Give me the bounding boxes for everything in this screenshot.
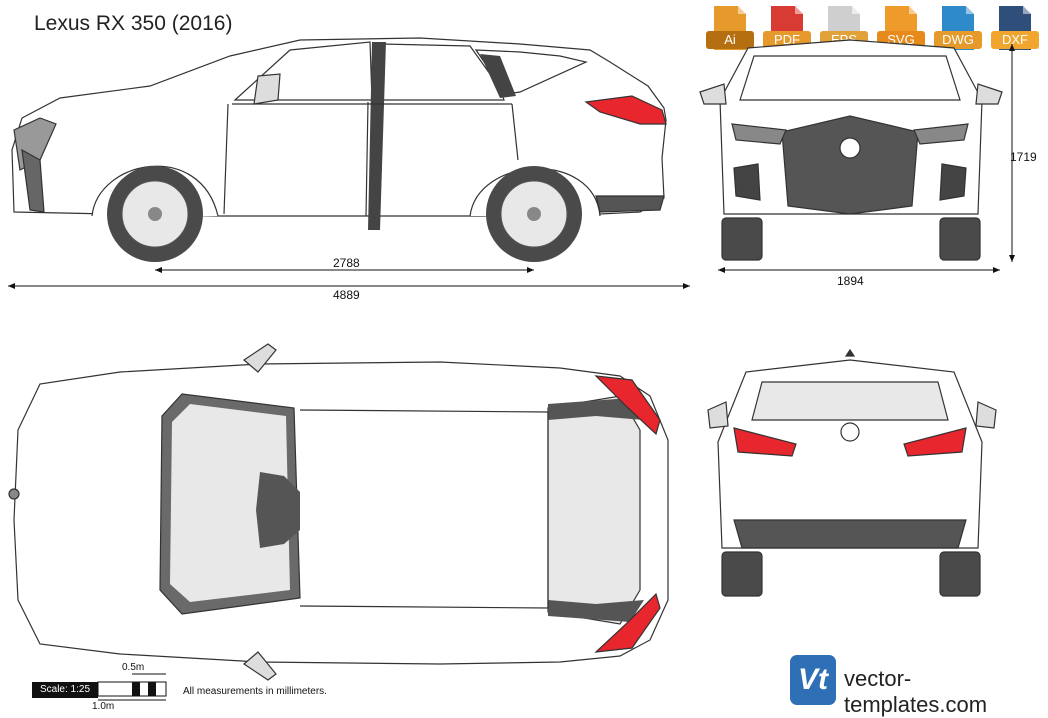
side-front-wheel: [107, 166, 203, 262]
length-label: 4889: [333, 288, 360, 302]
scale-label: Scale: 1:25: [32, 682, 98, 698]
side-rear-wheel: [486, 166, 582, 262]
wheelbase-label: 2788: [333, 256, 360, 270]
ai-format-icon[interactable]: Ai: [706, 4, 754, 52]
brand-site-link[interactable]: vector-templates.com: [844, 666, 988, 717]
page-title: Lexus RX 350 (2016): [34, 12, 233, 35]
dwg-format-label: DWG: [934, 31, 982, 49]
top-view: [8, 343, 669, 681]
width-label: 1894: [837, 274, 864, 288]
brand-logo-icon[interactable]: Vt: [790, 655, 836, 705]
ai-format-label: Ai: [706, 31, 754, 49]
front-view: [699, 39, 1003, 261]
scale-bar: [97, 673, 167, 701]
dxf-format-label: DXF: [991, 31, 1039, 49]
rear-view: [707, 348, 997, 597]
scale-one-meter: 1.0m: [92, 701, 115, 712]
dwg-format-icon[interactable]: DWG: [934, 4, 982, 52]
height-label: 1719: [1010, 150, 1037, 164]
dxf-format-icon[interactable]: DXF: [991, 4, 1039, 52]
scale-half-meter: 0.5m: [122, 662, 145, 673]
measurement-note: All measurements in millimeters.: [183, 686, 327, 697]
